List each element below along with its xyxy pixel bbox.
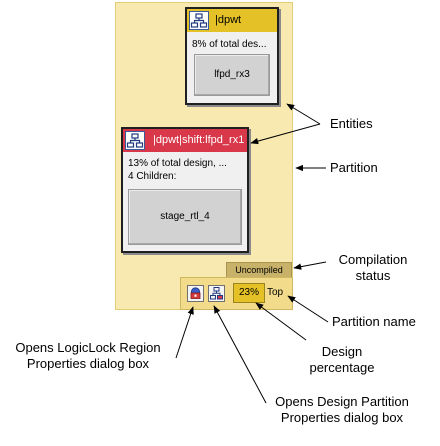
annotation-entities: Entities — [330, 116, 373, 131]
partition-name-label: Top — [267, 287, 284, 298]
design-partition-icon[interactable] — [208, 285, 225, 302]
hierarchy-icon — [125, 131, 145, 150]
annotation-design-percentage: Design percentage — [309, 344, 375, 375]
entity-box-shift-lfpd-rx1[interactable]: |dpwt|shift:lfpd_rx1 13% of total design… — [121, 127, 249, 253]
annotation-partition: Partition — [330, 160, 378, 175]
annotation-logiclock-region: Opens LogicLock Region Properties dialog… — [15, 340, 161, 371]
entity-percentage-text: 8% of total des... — [192, 39, 267, 50]
logiclock-region-icon[interactable] — [187, 285, 204, 302]
partition-status-bar — [180, 277, 293, 310]
entity-children-text: 4 Children: — [128, 171, 177, 182]
hierarchy-icon — [189, 11, 209, 30]
entity-name: |dpwt|shift:lfpd_rx1 — [153, 134, 245, 146]
annotation-design-partition: Opens Design Partition Properties dialog… — [275, 394, 409, 425]
design-percentage-badge: 23% — [233, 283, 265, 303]
entity-box-dpwt[interactable]: |dpwt 8% of total des... lfpd_rx3 — [185, 7, 279, 105]
child-entity-box[interactable]: stage_rtl_4 — [128, 189, 242, 245]
entity-percentage-text: 13% of total design, ... — [128, 158, 227, 169]
entity-header: |dpwt — [187, 9, 277, 32]
entity-name: |dpwt — [215, 14, 242, 26]
annotation-partition-name: Partition name — [332, 314, 416, 329]
child-entity-box[interactable]: lfpd_rx3 — [194, 54, 270, 96]
entity-header: |dpwt|shift:lfpd_rx1 — [123, 129, 247, 152]
annotation-compilation-status: Compilation status — [338, 252, 408, 283]
